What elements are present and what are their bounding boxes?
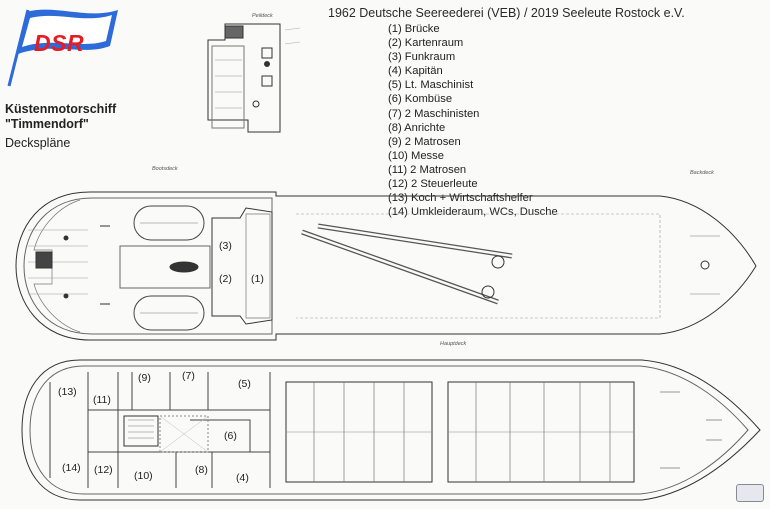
legend-item: (7) 2 Maschinisten: [388, 107, 480, 120]
legend-item: (11) 2 Matrosen: [388, 163, 467, 176]
room-12-label: (12): [94, 464, 113, 476]
plans-subtitle: Deckspläne: [5, 136, 71, 150]
legend-item: (12) 2 Steuerleute: [388, 178, 478, 191]
room-2-label: (2): [219, 273, 232, 285]
diagram-title: 1962 Deutsche Seereederei (VEB) / 2019 S…: [328, 6, 685, 20]
bootsdeck-plan: [15, 191, 757, 341]
peildeck-label: Peildeck: [252, 13, 273, 19]
room-9-label: (9): [138, 372, 151, 384]
room-11-label: (11): [93, 394, 111, 406]
hauptdeck-plan: [21, 359, 761, 501]
room-3-label: (3): [219, 240, 232, 252]
corner-badge-icon: [736, 484, 764, 502]
legend-item: (10) Messe: [388, 149, 444, 162]
room-5-label: (5): [238, 378, 251, 390]
bootsdeck-label: Bootsdeck: [152, 166, 178, 172]
ship-name: Küstenmotorschiff "Timmendorf": [5, 102, 116, 132]
ship-title: "Timmendorf": [5, 117, 89, 131]
hauptdeck-label: Hauptdeck: [440, 341, 467, 347]
peildeck-plan: [207, 23, 301, 133]
room-legend: (1) Brücke (2) Kartenraum (3) Funkraum (…: [388, 22, 558, 219]
ship-type: Küstenmotorschiff: [5, 102, 117, 116]
legend-item: (6) Kombüse: [388, 93, 453, 106]
room-1-label: (1): [251, 273, 264, 285]
dsr-flag-icon: [7, 9, 118, 87]
logo-text: DSR: [34, 30, 85, 56]
room-4-label: (4): [236, 472, 249, 484]
legend-item: (4) Kapitän: [388, 65, 443, 78]
legend-item: (9) 2 Matrosen: [388, 135, 461, 148]
legend-item: (3) Funkraum: [388, 51, 456, 64]
room-10-label: (10): [134, 470, 153, 482]
legend-item: (1) Brücke: [388, 23, 440, 35]
legend-item: (13) Koch + Wirtschaftshelfer: [388, 192, 533, 205]
legend-item: (8) Anrichte: [388, 121, 446, 134]
room-14-label: (14): [62, 462, 81, 474]
room-8-label: (8): [195, 464, 208, 476]
room-13-label: (13): [58, 386, 77, 398]
room-7-label: (7): [182, 370, 195, 382]
room-6-label: (6): [224, 430, 237, 442]
legend-item: (5) Lt. Maschinist: [388, 79, 474, 92]
legend-item: (14) Umkleideraum, WCs, Dusche: [388, 206, 558, 219]
backdeck-label: Backdeck: [690, 170, 714, 176]
legend-item: (2) Kartenraum: [388, 37, 464, 50]
dsr-logo: DSR: [6, 6, 126, 91]
